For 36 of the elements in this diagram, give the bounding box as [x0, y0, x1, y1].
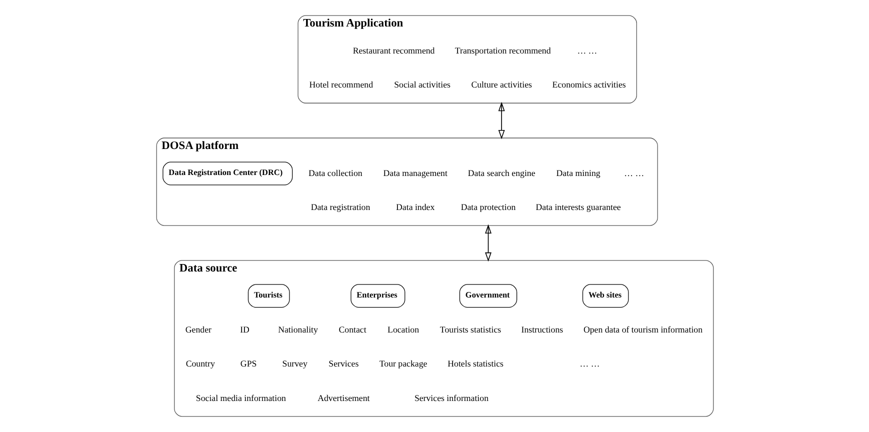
- label: Data registration: [310, 202, 370, 212]
- label: Restaurant recommend: [352, 45, 434, 56]
- arrow: [498, 102, 504, 140]
- label: Contact: [338, 324, 366, 334]
- label: Services information: [414, 392, 488, 403]
- label: Data protection: [460, 202, 516, 212]
- label: Survey: [282, 358, 307, 369]
- label: Culture activities: [470, 80, 532, 90]
- label: ID: [240, 324, 249, 334]
- label: Data search engine: [467, 168, 535, 178]
- label: Gender: [184, 324, 211, 334]
- label: … …: [624, 168, 644, 178]
- label: Hotel recommend: [308, 80, 373, 90]
- label: … …: [576, 45, 597, 56]
- label: Services: [328, 358, 358, 369]
- label: Nationality: [278, 324, 318, 334]
- arrow: [484, 224, 492, 262]
- label: Tour package: [378, 358, 427, 369]
- label: Data mining: [556, 168, 600, 178]
- label: Open data of tourism information: [582, 324, 702, 334]
- label: Transportation recommend: [454, 45, 550, 56]
- label: Data management: [382, 168, 447, 178]
- label: … …: [579, 358, 600, 369]
- label: Instructions: [520, 324, 563, 334]
- label: Social media information: [195, 392, 286, 403]
- label: Hotels statistics: [447, 358, 504, 369]
- label: Advertisement: [317, 392, 370, 403]
- label: Social activities: [394, 80, 450, 90]
- label: Location: [387, 324, 419, 334]
- label: Tourists statistics: [439, 324, 501, 334]
- label: Data collection: [308, 168, 362, 178]
- label: Data index: [396, 202, 434, 212]
- label: Country: [185, 358, 214, 369]
- label: Economics activities: [552, 80, 626, 90]
- label: Data interests guarantee: [535, 202, 620, 212]
- label: GPS: [240, 358, 256, 369]
